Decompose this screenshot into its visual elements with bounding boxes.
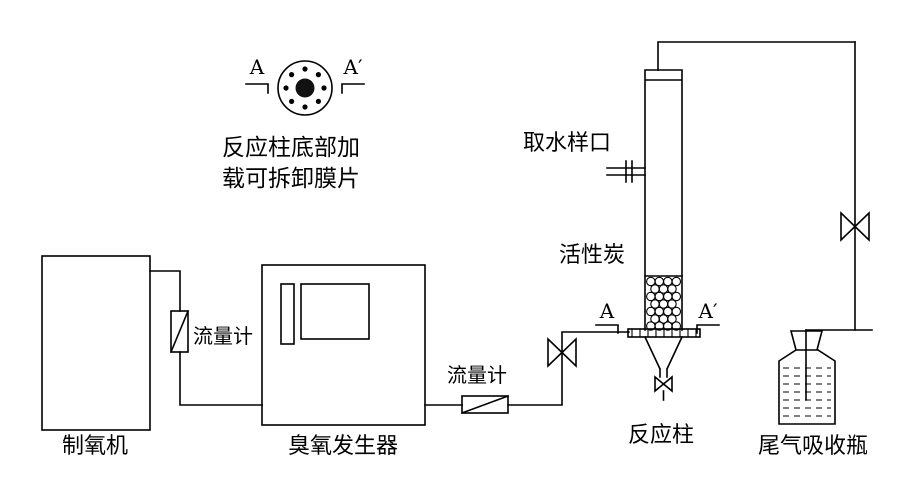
ozone-generator-panel-strip — [280, 283, 295, 345]
column-walls — [644, 69, 683, 331]
inlet-valve-left-triangle — [547, 337, 564, 368]
section-cut-mark-bottom-right — [696, 324, 720, 334]
flow-meter-2-label: 流量计 — [447, 363, 507, 387]
pipe-oxygen-to-meter1 — [149, 270, 181, 312]
inlet-valve-right-triangle — [560, 337, 577, 368]
ozone-generator-box — [261, 264, 426, 426]
activated-carbon-bed: 活性炭 — [559, 243, 683, 331]
sampling-port: 取水样口 — [523, 131, 646, 183]
flange-bolts — [283, 66, 327, 110]
pipe-column-top-outlet — [657, 41, 856, 71]
membrane-caption-line1: 反应柱底部加 — [222, 135, 360, 161]
reaction-column-label: 反应柱 — [628, 423, 694, 448]
section-cut-mark-left — [245, 83, 269, 94]
bottle-liquid — [783, 367, 831, 417]
oxygen-generator-box — [41, 255, 151, 431]
membrane-disc — [295, 78, 315, 98]
ozone-generator: 臭氧发生器 — [261, 264, 426, 459]
section-cut-mark-bottom-left — [595, 324, 619, 334]
ozone-generator-label: 臭氧发生器 — [288, 434, 398, 459]
column-funnel — [643, 335, 684, 401]
sampling-port-label: 取水样口 — [523, 131, 611, 156]
membrane-section-detail: A A′ 反应柱底部加 载可拆卸膜片 — [222, 55, 365, 192]
offgas-valve — [840, 211, 870, 242]
membrane-caption-line2: 载可拆卸膜片 — [222, 166, 360, 192]
offgas-valve-right-triangle — [853, 211, 870, 242]
flow-meter-1-indicator — [169, 309, 190, 354]
activated-carbon-label: 活性炭 — [559, 243, 625, 268]
flange-outline — [277, 60, 333, 116]
pipe-meter2-to-column — [507, 331, 630, 406]
flange-hatching — [631, 329, 697, 337]
section-label-a-prime-bottom: A′ — [698, 299, 718, 323]
bottom-flange: A A′ — [595, 299, 720, 338]
reaction-column: 取水样口 活性炭 A A′ — [523, 41, 856, 448]
offgas-valve-left-triangle — [840, 211, 857, 242]
flow-meter-1: 流量计 — [169, 309, 253, 354]
tail-gas-bottle: 尾气吸收瓶 — [758, 330, 868, 459]
tail-gas-bottle-label: 尾气吸收瓶 — [758, 434, 868, 459]
ozone-generator-screen — [300, 283, 370, 340]
section-cut-mark-right — [341, 83, 365, 94]
pipe-meter1-to-ozone — [179, 351, 263, 406]
drain-valve — [654, 375, 673, 393]
sampling-port-stopcock — [625, 160, 633, 183]
funnel-cone — [643, 335, 684, 378]
inlet-valve — [547, 337, 577, 368]
bottle-stopper — [789, 330, 824, 351]
flow-meter-1-label: 流量计 — [193, 324, 253, 348]
section-label-a-bottom: A — [599, 299, 615, 323]
oxygen-generator-label: 制氧机 — [62, 434, 128, 459]
carbon-granules — [646, 276, 682, 331]
bottle-body — [778, 348, 836, 425]
oxygen-generator: 制氧机 — [41, 255, 151, 459]
flow-meter-2-indicator — [460, 394, 510, 415]
section-label-a-top: A — [249, 55, 265, 79]
section-label-a-prime-top: A′ — [343, 55, 363, 79]
